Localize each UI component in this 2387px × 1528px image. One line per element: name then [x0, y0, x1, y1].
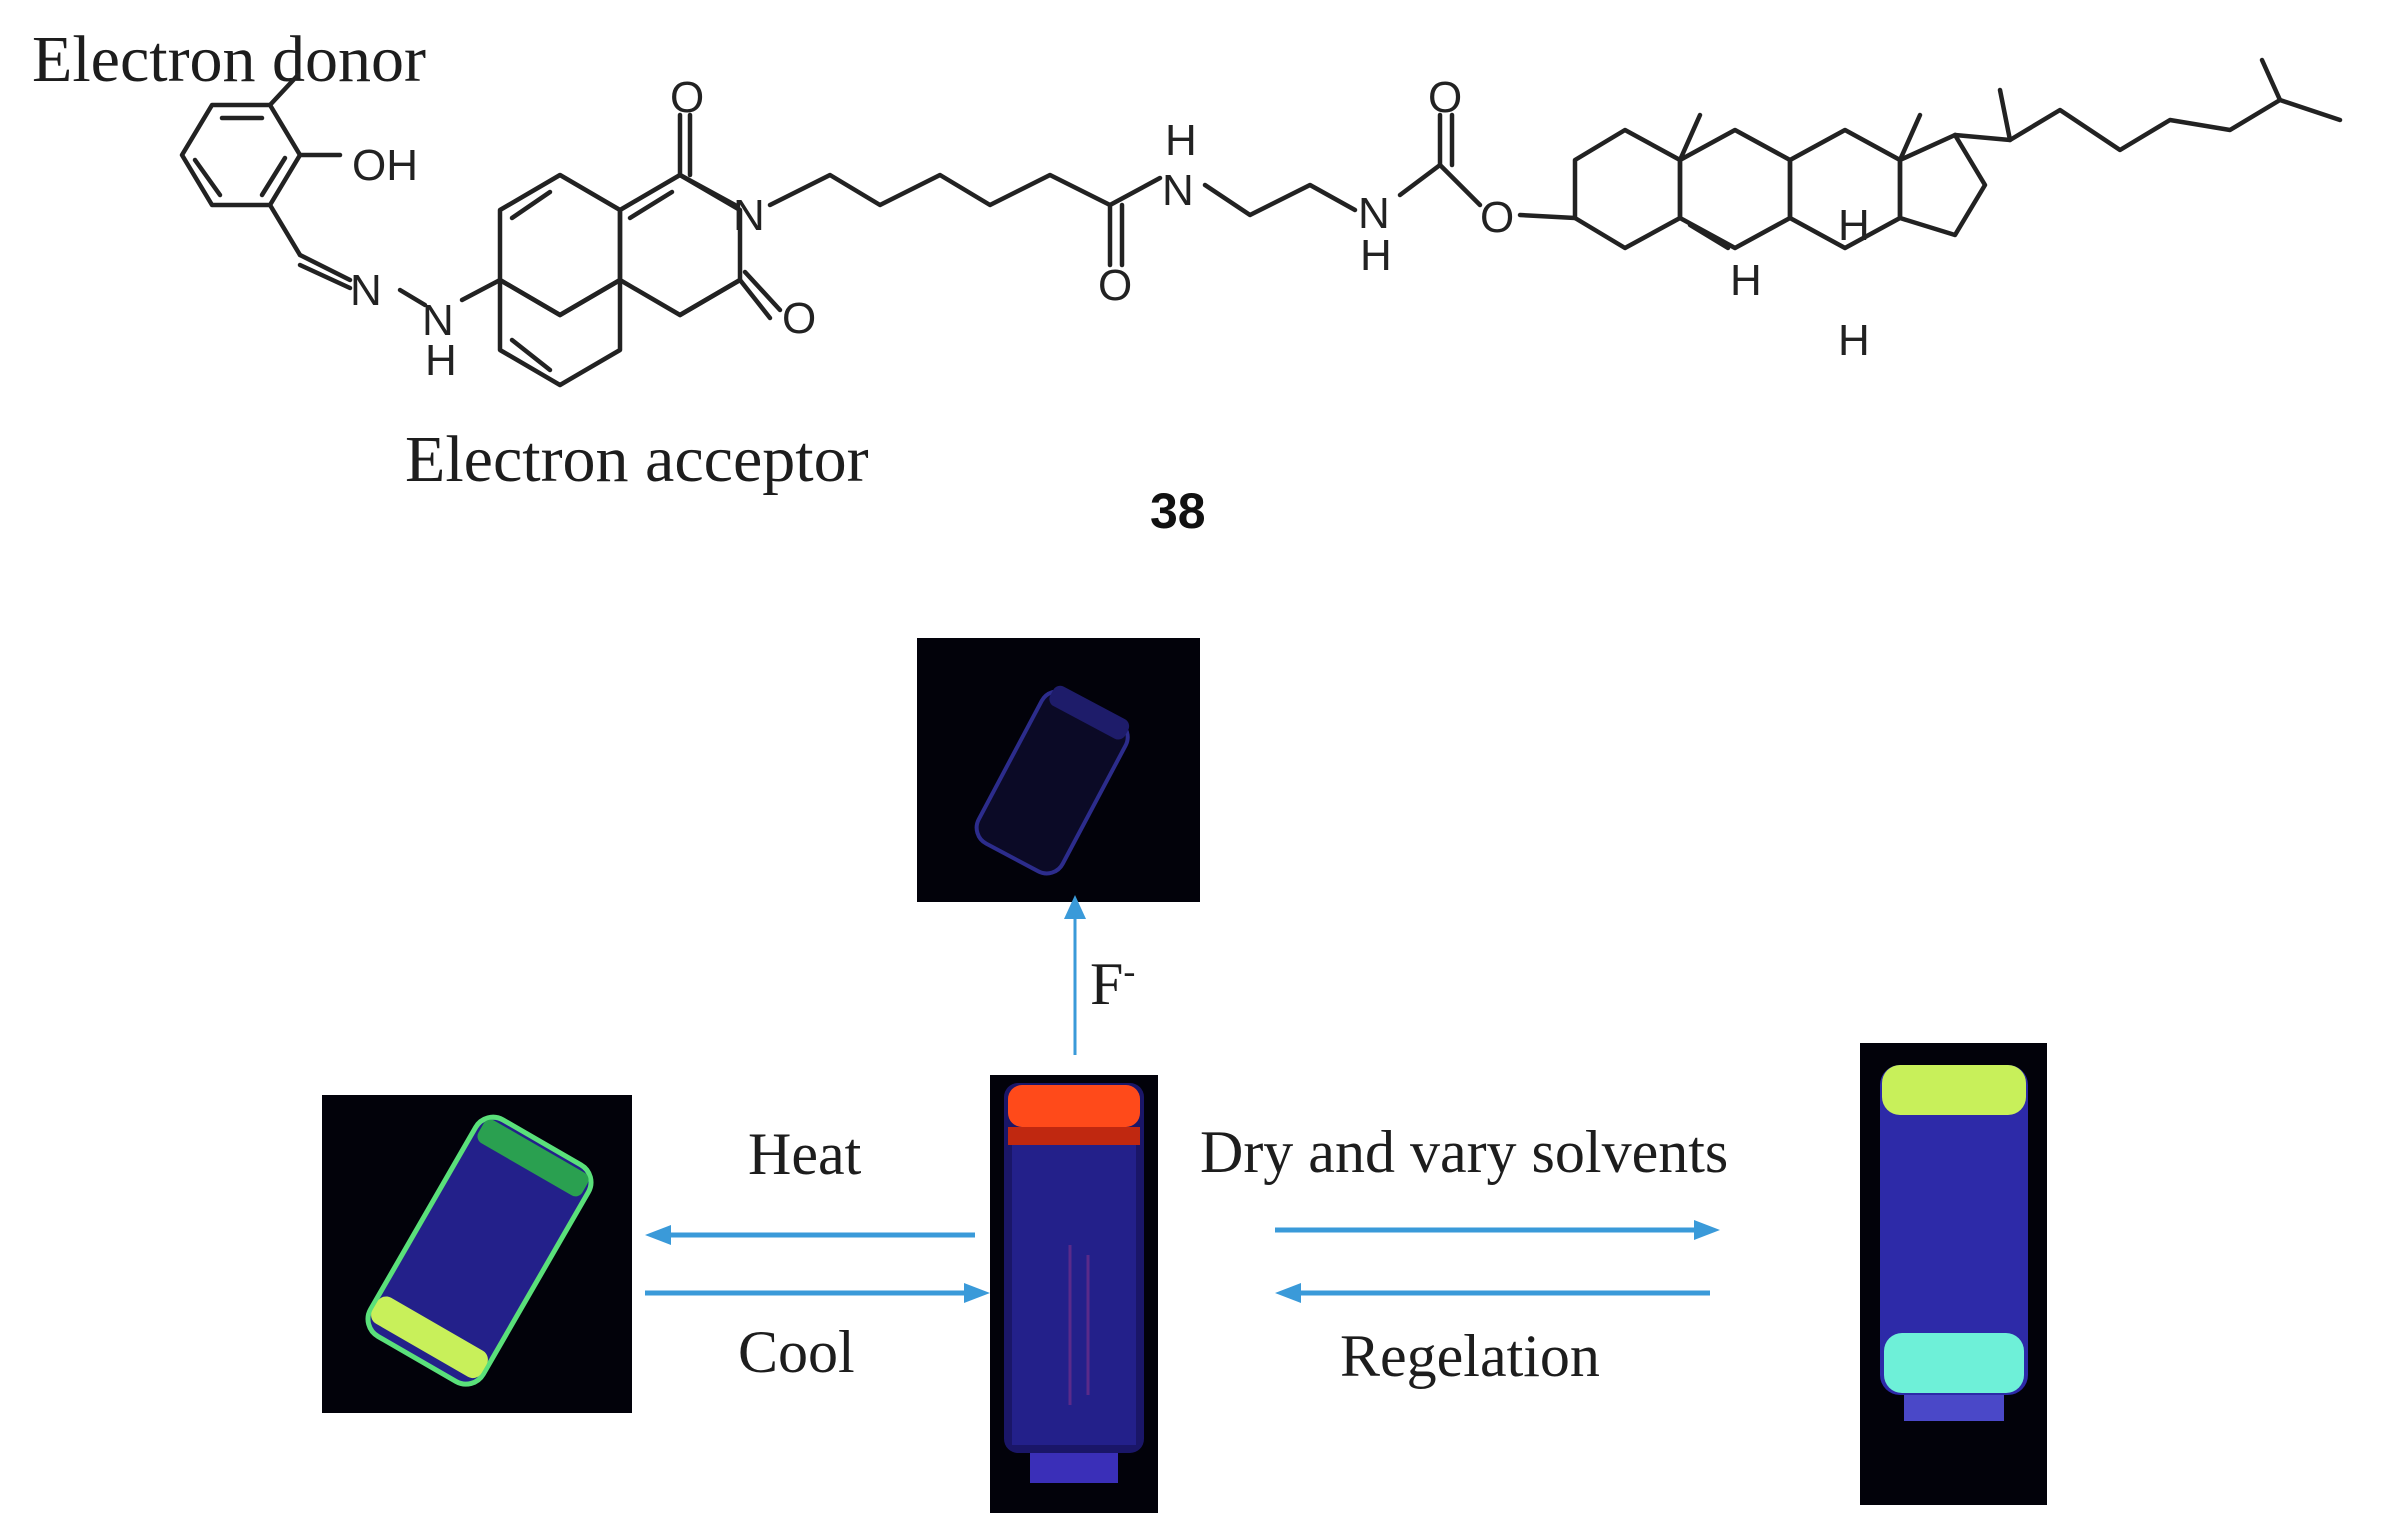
heat-arrow: [645, 1225, 975, 1245]
imide-n-label: N: [733, 191, 765, 240]
vial-photo-dried: [1860, 1043, 2047, 1505]
carbamate-n-label: N: [1358, 189, 1390, 238]
imide-o-bottom: O: [782, 294, 816, 343]
steroid-h-1: H: [1838, 201, 1870, 250]
carbamate-o-top: O: [1428, 73, 1462, 122]
fluoride-arrow: [1064, 895, 1086, 1055]
fluoride-symbol: F: [1090, 951, 1124, 1017]
vial-photo-fluoride: [917, 638, 1200, 902]
hydrazine-h-label: H: [425, 336, 457, 385]
steroid-ring-a: [1572, 127, 1683, 251]
hydrazine-nh-label: N: [422, 296, 454, 345]
cool-arrow: [645, 1283, 990, 1303]
electron-donor-label: Electron donor: [32, 23, 427, 96]
molecular-structure: OH N N H O N O O H N N H O O H H H: [179, 57, 2343, 388]
steroid-ring-d: [1897, 132, 1988, 238]
fluoride-label: F-: [1090, 950, 1135, 1019]
steroid-h-3: H: [1838, 316, 1870, 365]
amide-h-label: H: [1165, 116, 1197, 165]
naphthalene-ring-c: [497, 277, 623, 388]
vial-photo-gel: [990, 1075, 1158, 1513]
electron-acceptor-label: Electron acceptor: [405, 423, 869, 496]
heat-label: Heat: [748, 1121, 862, 1187]
regelation-arrow: [1275, 1283, 1710, 1303]
imine-n-label: N: [350, 266, 382, 315]
imide-o-top: O: [670, 73, 704, 122]
regelation-label: Regelation: [1340, 1323, 1600, 1389]
steroid-h-2: H: [1730, 256, 1762, 305]
ester-o-label: O: [1480, 193, 1514, 242]
hydroxyl-label: OH: [352, 141, 418, 190]
dry-arrow: [1275, 1220, 1720, 1240]
amide-o-label: O: [1098, 261, 1132, 310]
naphthalene-ring-a: [497, 172, 623, 318]
dry-vary-solvents-label: Dry and vary solvents: [1200, 1119, 1729, 1185]
compound-number: 38: [1150, 483, 1206, 539]
carbamate-h-label: H: [1360, 231, 1392, 280]
fluoride-charge: -: [1123, 951, 1136, 991]
amide-n-label: N: [1162, 166, 1194, 215]
cool-label: Cool: [738, 1319, 855, 1385]
vial-photo-heated: [322, 1095, 632, 1413]
